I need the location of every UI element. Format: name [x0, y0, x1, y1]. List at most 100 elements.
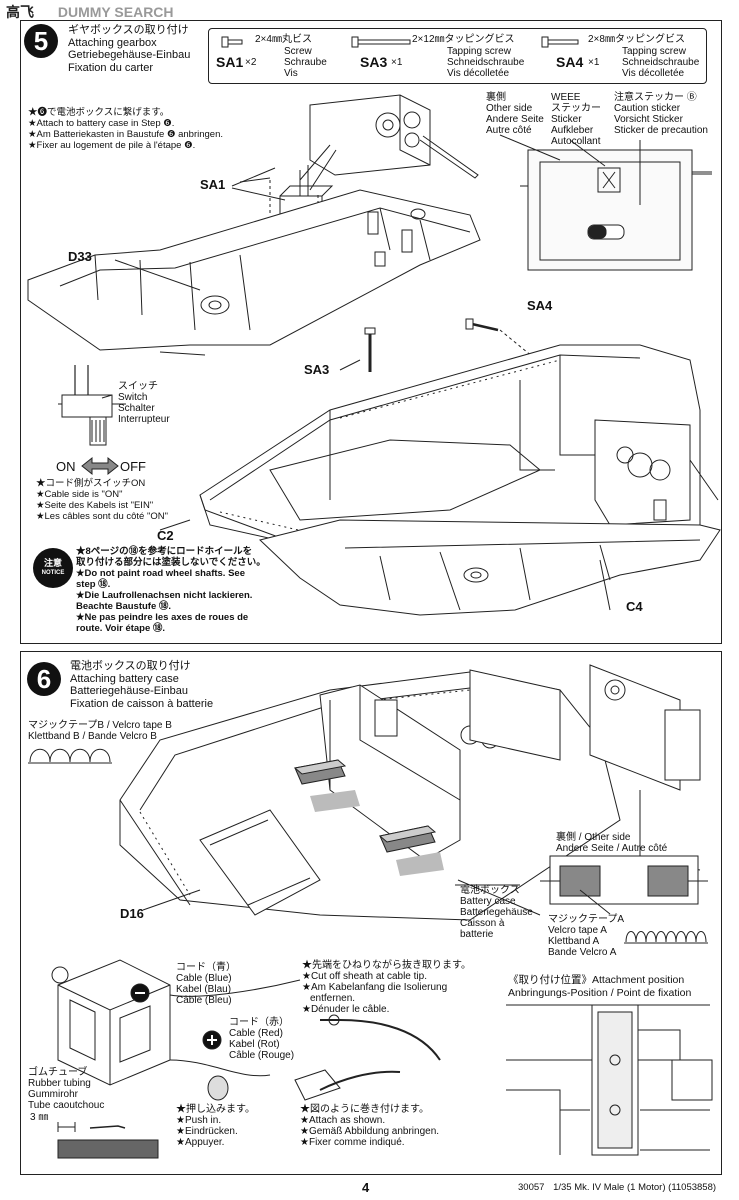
step5-title-ja: ギヤボックスの取り付け — [68, 24, 189, 36]
note-ja: ★❻で電池ボックスに繋げます。 — [28, 107, 170, 118]
cable-note-de: ★Seite des Kabels ist "EIN" — [36, 500, 154, 511]
step5-title-de: Getriebegehäuse-Einbau — [68, 49, 191, 61]
attachment-position-title: 《取り付け位置》Attachment position Anbringungs-… — [508, 974, 691, 1000]
sticker-weee: WEEE ステッカー Sticker Aufkleber Autocollant — [551, 92, 601, 147]
velcro-a-label: マジックテープA Velcro tape A Klettband A Bande… — [548, 914, 624, 958]
cable-red-fr: Câble (Rouge) — [229, 1050, 295, 1061]
footer-product: 1/35 Mk. IV Male (1 Motor) (11053858) — [553, 1182, 717, 1193]
sa1-spec: 2×4㎜丸ビス — [255, 34, 312, 45]
step6-panel — [20, 651, 722, 1175]
cable-red-ja: コード（赤） — [229, 1017, 289, 1028]
sheath-fr: ★Dénuder le câble. — [302, 1004, 390, 1015]
switch-fr: Interrupteur — [118, 414, 170, 425]
velcro-a-ja: マジックテープA — [548, 914, 625, 925]
sa4-code: SA4 — [556, 54, 584, 70]
sa3-name-fr: Vis décolletée — [447, 68, 510, 79]
other-side-line-0: 裏側 / Other side — [556, 832, 631, 843]
velcro-b-line-0: マジックテープB / Velcro tape B — [28, 720, 172, 731]
weee-ja: ステッカー — [551, 103, 601, 114]
dimension-3mm: 3 ㎜ — [30, 1112, 49, 1123]
cable-blue-en: Cable (Blue) — [176, 973, 232, 984]
note-fr: ★Fixer au logement de pile à l'étape ❻. — [28, 140, 196, 151]
step5-number-badge: 5 — [24, 24, 58, 58]
label-sa3: SA3 — [304, 362, 330, 377]
velcro-a-de: Klettband A — [548, 936, 600, 947]
watermark: 高飞 DUMMY SEARCH — [6, 2, 174, 22]
attach-shown-note: ★図のように巻き付けます。 ★Attach as shown. ★Gemäß A… — [300, 1104, 439, 1148]
footer-code: 30057 1/35 Mk. IV Male (1 Motor) (110538… — [518, 1182, 716, 1193]
step5-note-battery: ★❻で電池ボックスに繋げます。 ★Attach to battery case … — [28, 107, 223, 151]
sheath-de-2: entfernen. — [310, 993, 356, 1004]
other-side-label: 裏側 / Other side Andere Seite / Autre côt… — [556, 832, 667, 854]
velcro-a-fr: Bande Velcro A — [548, 947, 617, 958]
other-side-line-1: Andere Seite / Autre côté — [556, 843, 668, 854]
battery-case-fr-2: batterie — [460, 929, 494, 940]
cable-note-en: ★Cable side is "ON" — [36, 489, 123, 500]
notice-line-5: Beachte Baustufe ⑱. — [76, 601, 172, 612]
notice-line-0: ★8ページの⑱を参考にロードホイールを — [76, 546, 253, 557]
sa4-spec: 2×8㎜タッピングビス — [588, 34, 685, 45]
cable-red-de: Kabel (Rot) — [229, 1039, 280, 1050]
sa4-name-de: Schneidschraube — [622, 57, 700, 68]
switch-ja: スイッチ — [118, 381, 158, 392]
sa1-name-en: Screw — [284, 46, 312, 57]
page-number: 4 — [362, 1180, 370, 1195]
sheath-note: ★先端をひねりながら抜き取ります。 ★Cut off sheath at cab… — [302, 960, 471, 1015]
step6-number: 6 — [36, 663, 52, 694]
label-sa1: SA1 — [200, 177, 226, 192]
notice-line-4: ★Die Laufrollenachsen nicht lackieren. — [76, 590, 253, 601]
push-fr: ★Appuyer. — [176, 1137, 225, 1148]
push-ja: ★押し込みます。 — [176, 1104, 255, 1115]
step5-title-en: Attaching gearbox — [68, 36, 157, 49]
sa1-name-de: Schraube — [284, 57, 327, 68]
step6-title-ja: 電池ボックスの取り付け — [70, 660, 191, 672]
sa4-name-fr: Vis décolletée — [622, 68, 685, 79]
rubber-de: Gummirohr — [28, 1089, 79, 1100]
sa3-names: Tapping screw Schneidschraube Vis décoll… — [447, 46, 524, 79]
sa1-qty: ×2 — [245, 57, 257, 68]
cable-note: ★コード側がスイッチON ★Cable side is "ON" ★Seite … — [36, 478, 168, 522]
caution-de: Vorsicht Sticker — [614, 114, 683, 125]
other-side-ja: 裏側 — [486, 92, 506, 103]
sa4-names: Tapping screw Schneidschraube Vis décoll… — [622, 46, 699, 79]
cable-note-fr: ★Les câbles sont du côté "ON" — [36, 511, 168, 522]
switch-label: スイッチ Switch Schalter Interrupteur — [118, 381, 170, 425]
position-title-line-0: 《取り付け位置》Attachment position — [508, 974, 685, 986]
cable-red-label: コード（赤） Cable (Red) Kabel (Rot) Câble (Ro… — [229, 1017, 294, 1061]
sa3-qty: ×1 — [391, 57, 403, 68]
step6-title-en: Attaching battery case — [70, 672, 179, 685]
switch-off: OFF — [120, 459, 146, 474]
notice-line-6: ★Ne pas peindre les axes de roues de — [76, 612, 249, 623]
velcro-a-en: Velcro tape A — [548, 925, 607, 936]
notice-badge-ja: 注意 — [43, 558, 62, 568]
cable-blue-ja: コード（青） — [176, 962, 236, 973]
weee-fr: Autocollant — [551, 136, 601, 147]
attach-ja: ★図のように巻き付けます。 — [300, 1104, 429, 1115]
push-en: ★Push in. — [176, 1115, 222, 1126]
attach-en: ★Attach as shown. — [300, 1115, 386, 1126]
footer-item-code: 30057 — [518, 1182, 545, 1193]
step5-number: 5 — [33, 25, 49, 56]
caution-ja: 注意ステッカー Ⓑ — [614, 92, 697, 103]
label-c2: C2 — [157, 528, 174, 543]
battery-case-de: Batteriegehäuse — [460, 907, 533, 918]
sa3-name-en: Tapping screw — [447, 46, 511, 57]
sa3-code: SA3 — [360, 54, 388, 70]
notice-badge-en: NOTICE — [41, 570, 65, 576]
label-d33: D33 — [68, 249, 92, 264]
label-c4: C4 — [626, 599, 643, 614]
sa4-qty: ×1 — [588, 57, 600, 68]
attach-fr: ★Fixer comme indiqué. — [300, 1137, 405, 1148]
other-side-fr: Autre côté — [486, 125, 532, 136]
notice-text: ★8ページの⑱を参考にロードホイールを 取り付ける部分には塗装しないでください。… — [76, 546, 266, 634]
sticker-other-side: 裏側 Other side Andere Seite Autre côté — [486, 92, 544, 136]
other-side-de: Andere Seite — [486, 114, 544, 125]
weee-en: Sticker — [551, 114, 582, 125]
weee-de: Aufkleber — [551, 125, 594, 136]
push-in-note: ★押し込みます。 ★Push in. ★Eindrücken. ★Appuyer… — [176, 1104, 255, 1148]
sa3-name-de: Schneidschraube — [447, 57, 525, 68]
note-en: ★Attach to battery case in Step ❻. — [28, 118, 175, 129]
watermark-brand: DUMMY SEARCH — [57, 4, 174, 20]
other-side-en: Other side — [486, 103, 533, 114]
switch-de: Schalter — [118, 403, 155, 414]
